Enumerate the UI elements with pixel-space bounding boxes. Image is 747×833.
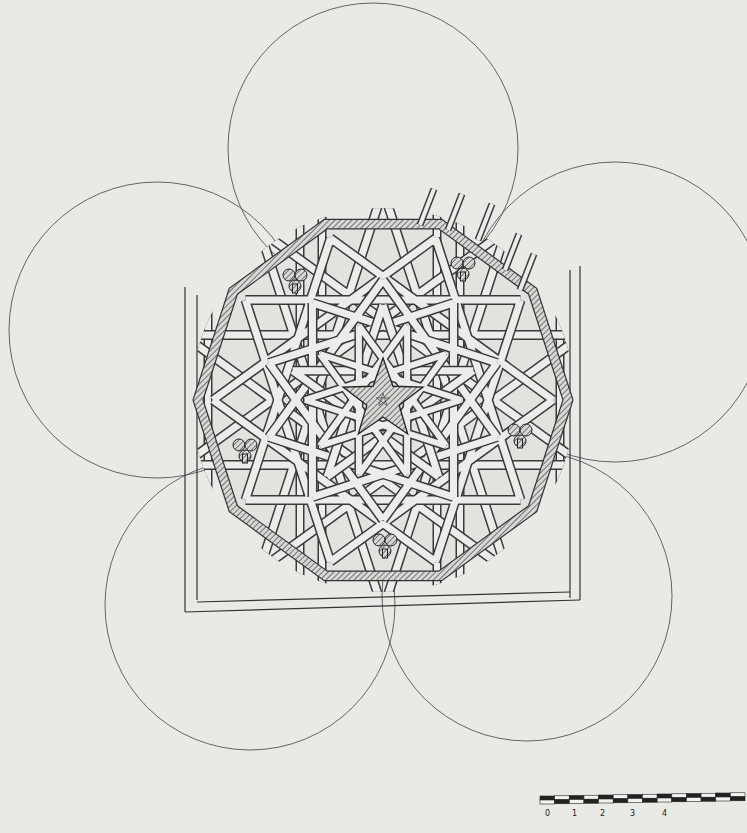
scale-number: 2	[600, 810, 605, 818]
scale-number: 1	[572, 810, 577, 818]
scale-number: 4	[662, 810, 667, 818]
scale-number: 0	[545, 810, 550, 818]
construction-circles	[9, 3, 747, 750]
interlace-pattern	[183, 185, 582, 610]
scale-number: 3	[630, 810, 635, 818]
scale-bar	[540, 793, 745, 804]
